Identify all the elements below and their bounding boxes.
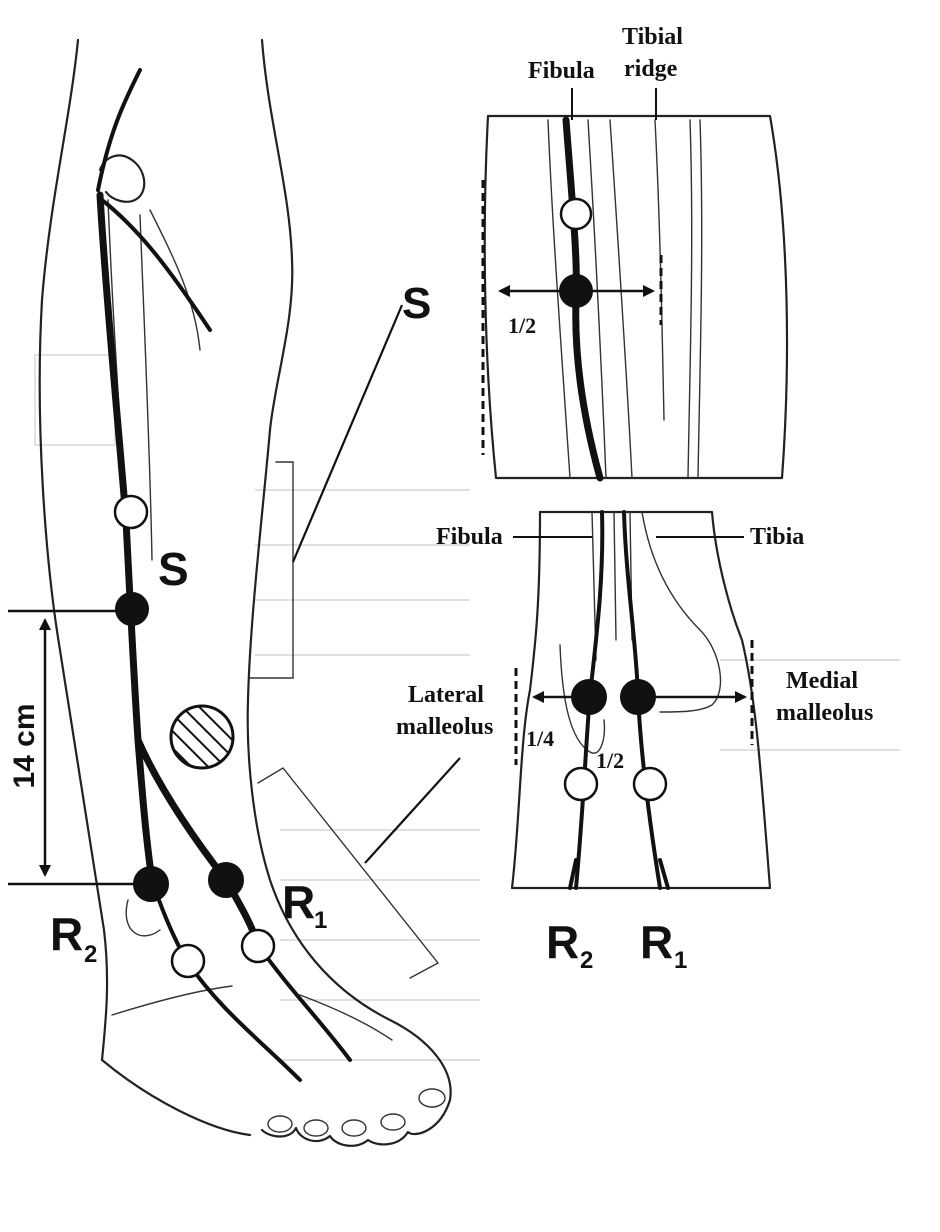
nerve-path-main [96, 68, 352, 1082]
lateral-malleolus-label-1: Lateral [408, 682, 484, 708]
top-inset-fibula-label: Fibula [528, 58, 595, 84]
recording-electrode-r1 [208, 862, 244, 898]
top-inset-tibial-label-2: ridge [624, 56, 678, 82]
reference-electrode-r2 [170, 943, 206, 979]
bottom-inset-r2-sub: 2 [580, 947, 593, 974]
inset-leader-lines [249, 304, 461, 979]
bottom-inset-r2-reference [563, 766, 599, 802]
bottom-inset-r1-active [620, 679, 656, 715]
top-inset-stimulation-electrode [559, 274, 593, 308]
ground-electrode-hatched [169, 704, 235, 770]
reference-electrode-proximal [113, 494, 149, 530]
medial-malleolus-label-2: malleolus [776, 700, 873, 726]
medial-malleolus-label-1: Medial [786, 668, 858, 694]
r2-label-main-sub: 2 [84, 941, 97, 968]
bottom-inset-tibia-label: Tibia [750, 524, 804, 550]
r1-label-main-sub: 1 [314, 907, 327, 934]
bottom-inset-quarter-label: 1/4 [526, 726, 554, 751]
distance-label: 14 cm [8, 703, 41, 788]
stimulation-electrode-active [115, 592, 149, 626]
top-inset-tibial-label-1: Tibial [622, 24, 683, 50]
r1-label-main: R [282, 876, 315, 928]
top-inset-reference-electrode [559, 197, 593, 231]
lateral-malleolus-label-2: malleolus [396, 714, 493, 740]
bottom-inset-r1-sub: 1 [674, 947, 687, 974]
top-inset-half-label: 1/2 [508, 313, 536, 338]
bottom-inset-r2-label: R [546, 916, 579, 968]
bottom-inset-fibula-label: Fibula [436, 524, 503, 550]
reference-electrode-r1 [240, 928, 276, 964]
stim-label-main: S [158, 543, 189, 595]
bottom-inset-r1-reference [632, 766, 668, 802]
bottom-inset-r1-label: R [640, 916, 673, 968]
top-inset [481, 114, 789, 482]
r2-label-main: R [50, 908, 83, 960]
top-inset-stim-label: S [402, 279, 431, 328]
bottom-inset-half-label: 1/2 [596, 748, 624, 773]
bottom-inset-r2-active [571, 679, 607, 715]
distance-marker [8, 609, 140, 886]
